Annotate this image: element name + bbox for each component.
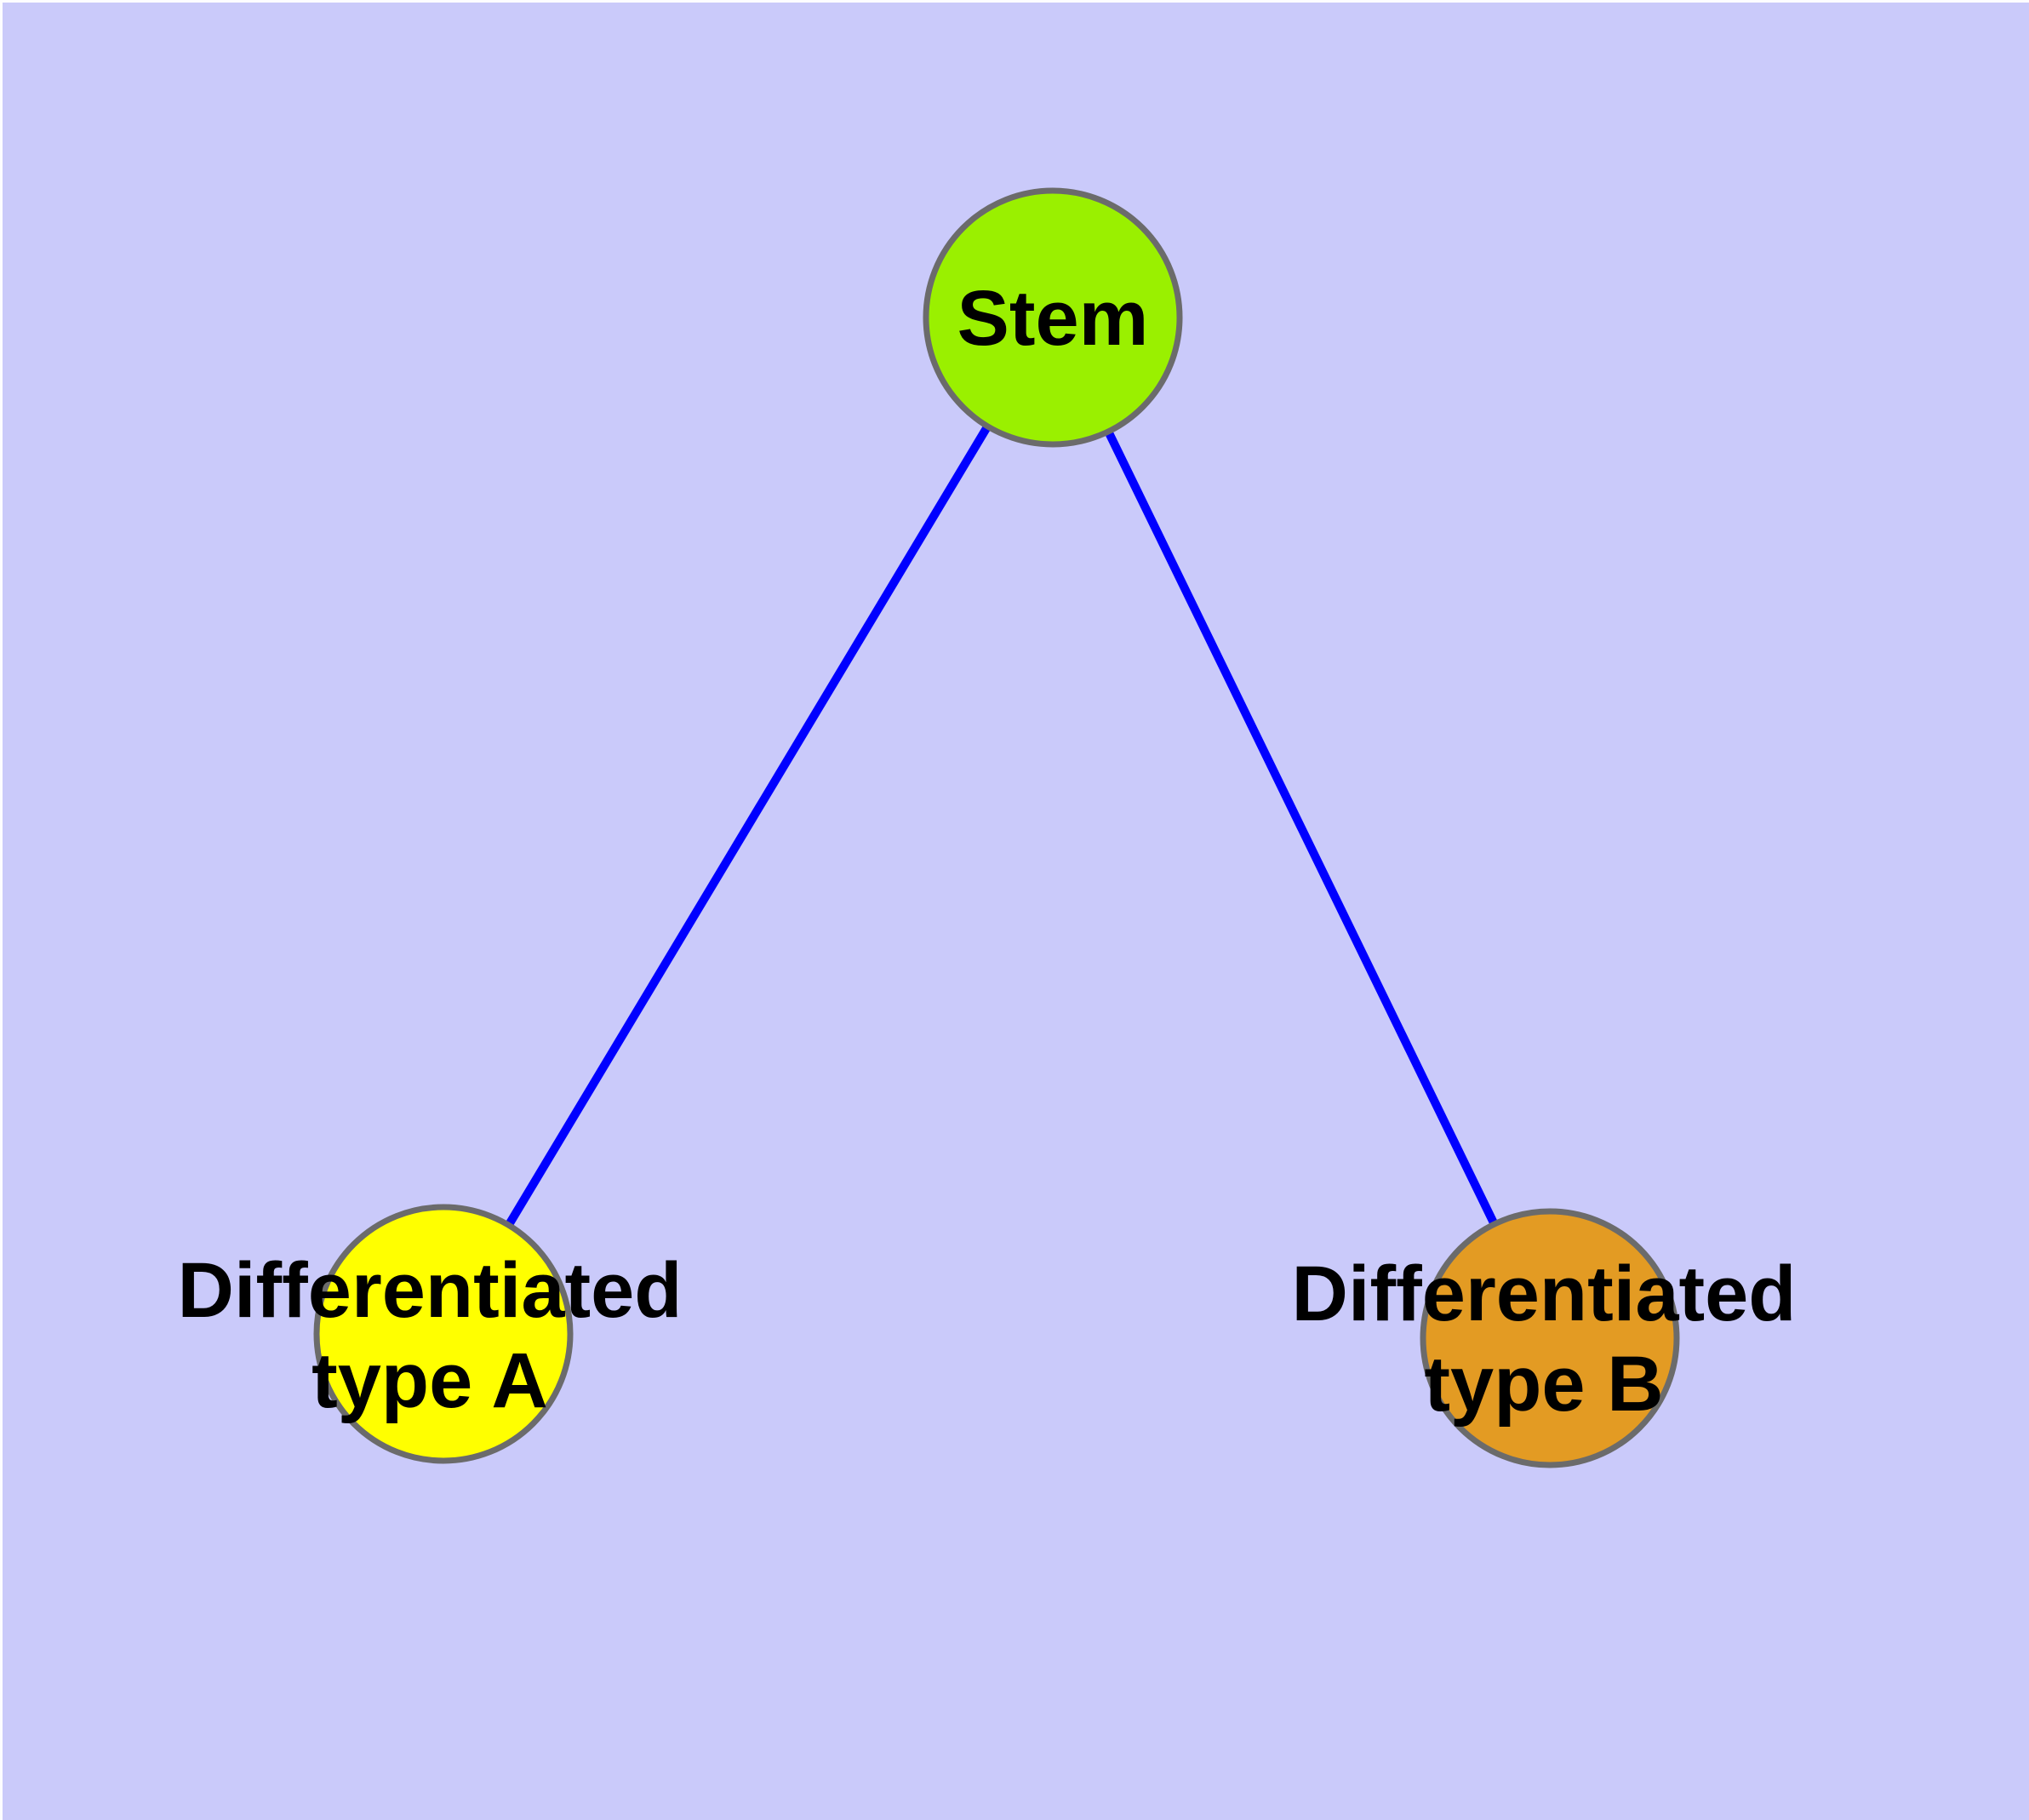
node-type-a-label-line-2: type A — [311, 1337, 548, 1424]
node-type-a-label-line-1: Differentiated — [177, 1247, 683, 1335]
node-type-b-label: Differentiated type B — [1292, 1250, 1797, 1430]
node-type-b-label-line-1: Differentiated — [1291, 1251, 1797, 1338]
edge-stem-to-type-b — [1049, 315, 1554, 1341]
edge-stem-to-type-a — [439, 315, 1057, 1336]
node-type-a-label: Differentiated type A — [178, 1246, 683, 1427]
node-stem-circle — [923, 187, 1183, 448]
node-type-b-label-line-2: type B — [1424, 1341, 1664, 1428]
node-type-a-circle — [313, 1204, 574, 1464]
node-stem-label: Stem — [957, 274, 1149, 364]
node-stem-label-line: Stem — [957, 275, 1149, 363]
node-type-b-circle — [1420, 1208, 1680, 1468]
